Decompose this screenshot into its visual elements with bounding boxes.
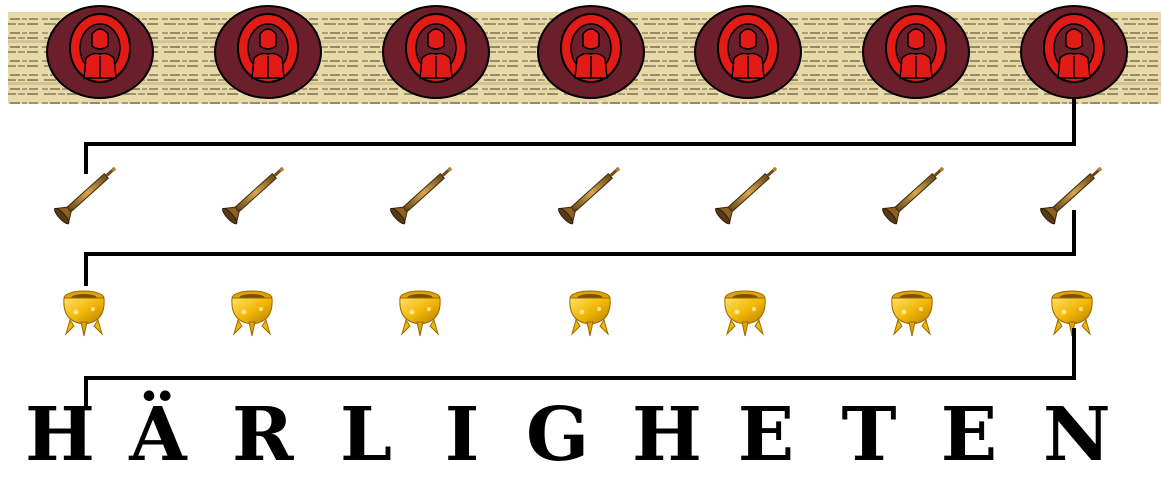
title-letter: N bbox=[1043, 398, 1103, 472]
connector-lines bbox=[86, 100, 1074, 406]
hooded-figure-icon bbox=[538, 6, 644, 98]
trumpet-icon bbox=[881, 160, 950, 225]
hooded-figure-icon bbox=[215, 6, 321, 98]
title-letter: Ä bbox=[128, 398, 188, 472]
golden-bowl-icon bbox=[400, 291, 440, 336]
title-letter: T bbox=[839, 398, 899, 472]
title-letter: G bbox=[526, 398, 586, 472]
trumpet-icon bbox=[557, 160, 626, 225]
golden-bowl-icon bbox=[570, 291, 610, 336]
hooded-figure-icon bbox=[1021, 6, 1127, 98]
title-letter: L bbox=[336, 398, 396, 472]
trumpet-icon bbox=[714, 160, 783, 225]
title-letter: E bbox=[736, 398, 796, 472]
trumpet-icon bbox=[389, 160, 458, 225]
title-letter: E bbox=[939, 398, 999, 472]
golden-bowl-icon bbox=[892, 291, 932, 336]
golden-bowl-icon bbox=[725, 291, 765, 336]
hooded-figure-icon bbox=[695, 6, 801, 98]
title-letter: R bbox=[232, 398, 292, 472]
hooded-figure-icon bbox=[383, 6, 489, 98]
hooded-figure-icon bbox=[863, 6, 969, 98]
golden-bowl-icon bbox=[232, 291, 272, 336]
connector-figures-to-trumpets bbox=[86, 100, 1074, 172]
hooded-figure-icon bbox=[47, 6, 153, 98]
title-letter: I bbox=[432, 398, 492, 472]
title-letter: H bbox=[25, 398, 85, 472]
golden-bowl-icon bbox=[64, 291, 104, 336]
trumpet-icon bbox=[221, 160, 290, 225]
title-letter: H bbox=[632, 398, 692, 472]
trumpets-row bbox=[53, 160, 1108, 225]
bowls-row bbox=[64, 291, 1092, 336]
